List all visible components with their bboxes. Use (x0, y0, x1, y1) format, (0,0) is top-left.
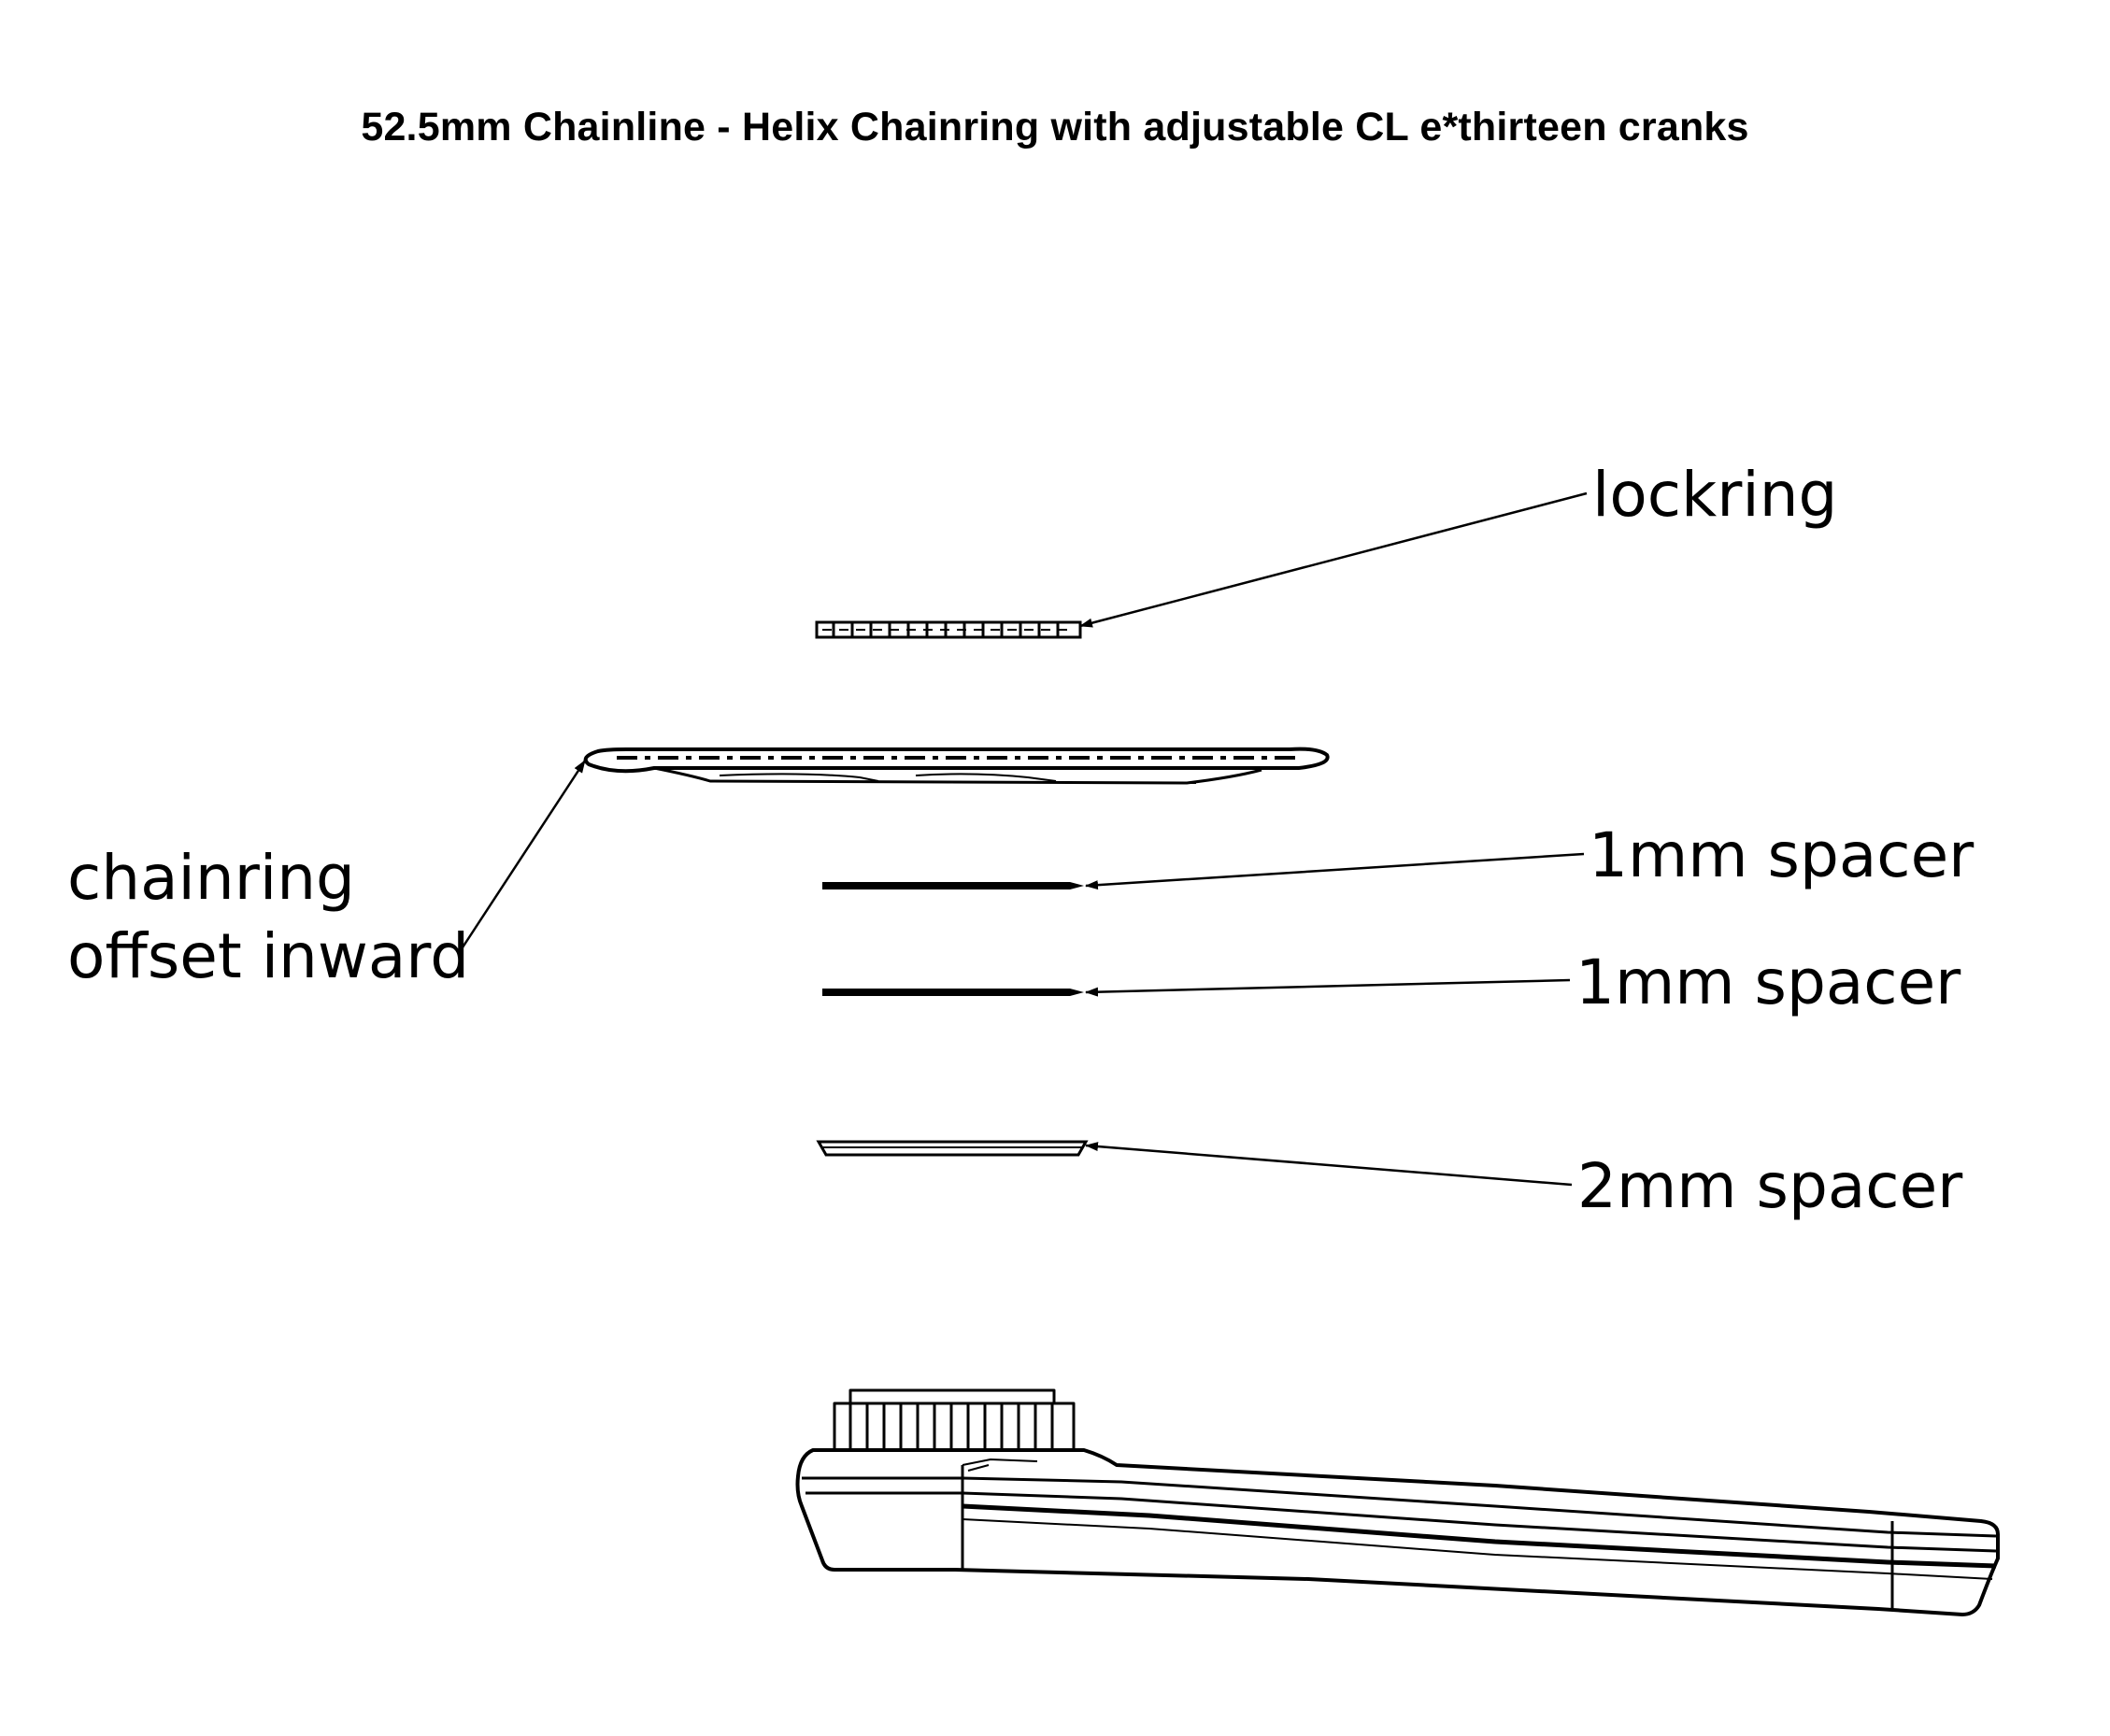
spacer-1mm-top-leader-line (1085, 852, 1585, 890)
chainring-part (583, 747, 1330, 785)
spacer-1mm-top-label: 1mm spacer (1589, 819, 1975, 891)
spacer-1mm-bottom-part (822, 989, 1084, 996)
spacer-1mm-bottom-leader-line (1085, 978, 1571, 997)
crank-arm-part (795, 1388, 2000, 1616)
lockring-leader-line (1079, 491, 1588, 628)
spacer-2mm-leader-line (1085, 1142, 1573, 1187)
spacer-1mm-bottom-label: 1mm spacer (1575, 946, 1961, 1018)
chainring-leader-line (461, 760, 587, 948)
spacer-2mm-label: 2mm spacer (1577, 1150, 1963, 1222)
diagram-title: 52.5mm Chainline - Helix Chainring with … (361, 105, 1749, 149)
lockring-part (815, 620, 1082, 639)
chainring-label-line1: chainring (67, 842, 355, 914)
lockring-label: lockring (1592, 459, 1837, 531)
spacer-1mm-top-part (822, 882, 1084, 889)
spacer-2mm-part (816, 1140, 1089, 1157)
chainring-label-line2: offset inward (67, 920, 469, 992)
crank-spindle-splines (848, 1403, 1054, 1450)
